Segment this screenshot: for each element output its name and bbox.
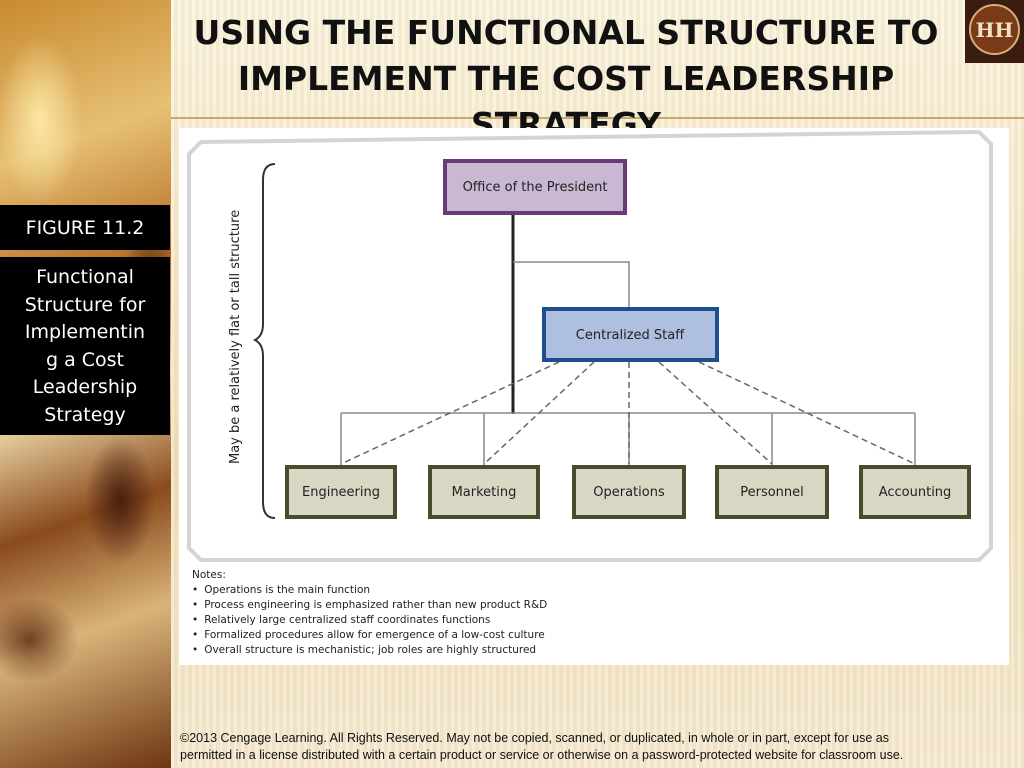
office-of-the-president-label: Office of the President	[463, 180, 608, 195]
coordination-line-engineering	[340, 361, 560, 465]
figure-caption: Functional Structure for Implementin g a…	[0, 257, 170, 435]
centralized-staff-label: Centralized Staff	[576, 328, 685, 343]
figure-number-label: FIGURE 11.2	[0, 205, 170, 250]
caption-line: Leadership	[32, 376, 138, 398]
org-chart-figure: May be a relatively flat or tall structu…	[179, 128, 1009, 665]
staff-connector-line	[513, 261, 630, 308]
list-item: Relatively large centralized staff coord…	[192, 613, 752, 628]
logo-monogram: HH	[975, 18, 1014, 42]
marketing-label: Marketing	[452, 485, 517, 500]
copyright-line: permitted in a license distributed with …	[180, 748, 904, 762]
figure-frame	[187, 129, 993, 562]
list-item: Overall structure is mechanistic; job ro…	[192, 643, 752, 658]
marketing-box	[428, 465, 540, 519]
title-divider	[171, 117, 1024, 119]
personnel-label: Personnel	[740, 485, 804, 500]
copyright-line: ©2013 Cengage Learning. All Rights Reser…	[180, 731, 889, 745]
list-item: Process engineering is emphasized rather…	[192, 598, 752, 613]
copyright-notice: ©2013 Cengage Learning. All Rights Reser…	[180, 730, 960, 764]
accounting-label: Accounting	[879, 485, 952, 500]
list-item: Formalized procedures allow for emergenc…	[192, 628, 752, 643]
caption-line: Structure for	[24, 293, 146, 316]
publisher-logo: HH	[965, 0, 1024, 63]
operations-box	[572, 465, 686, 519]
figure-notes: Notes: Operations is the main function P…	[192, 568, 752, 658]
coordination-line-marketing	[483, 361, 595, 465]
engineering-label: Engineering	[302, 485, 380, 500]
logo-seal-icon: HH	[969, 4, 1020, 55]
engineering-box	[285, 465, 397, 519]
caption-line: Functional	[36, 266, 134, 288]
office-of-the-president-box	[443, 159, 627, 215]
list-item: Operations is the main function	[192, 583, 752, 598]
org-chart-diagram: May be a relatively flat or tall structu…	[187, 129, 993, 562]
operations-label: Operations	[593, 485, 665, 500]
structure-side-label: May be a relatively flat or tall structu…	[228, 210, 243, 464]
slide-title: USING THE FUNCTIONAL STRUCTURE TO IMPLEM…	[193, 13, 939, 128]
coordination-line-personnel	[658, 361, 773, 465]
accounting-box	[859, 465, 971, 519]
notes-title: Notes:	[192, 569, 226, 581]
caption-line: g a Cost	[45, 348, 125, 371]
structure-brace	[252, 163, 276, 519]
caption-line: Strategy	[44, 403, 126, 426]
caption-line: Implementin	[24, 321, 146, 343]
coordination-lines	[340, 361, 916, 465]
notes-list: Operations is the main function Process …	[192, 583, 752, 658]
centralized-staff-box	[542, 307, 719, 362]
personnel-box	[715, 465, 829, 519]
